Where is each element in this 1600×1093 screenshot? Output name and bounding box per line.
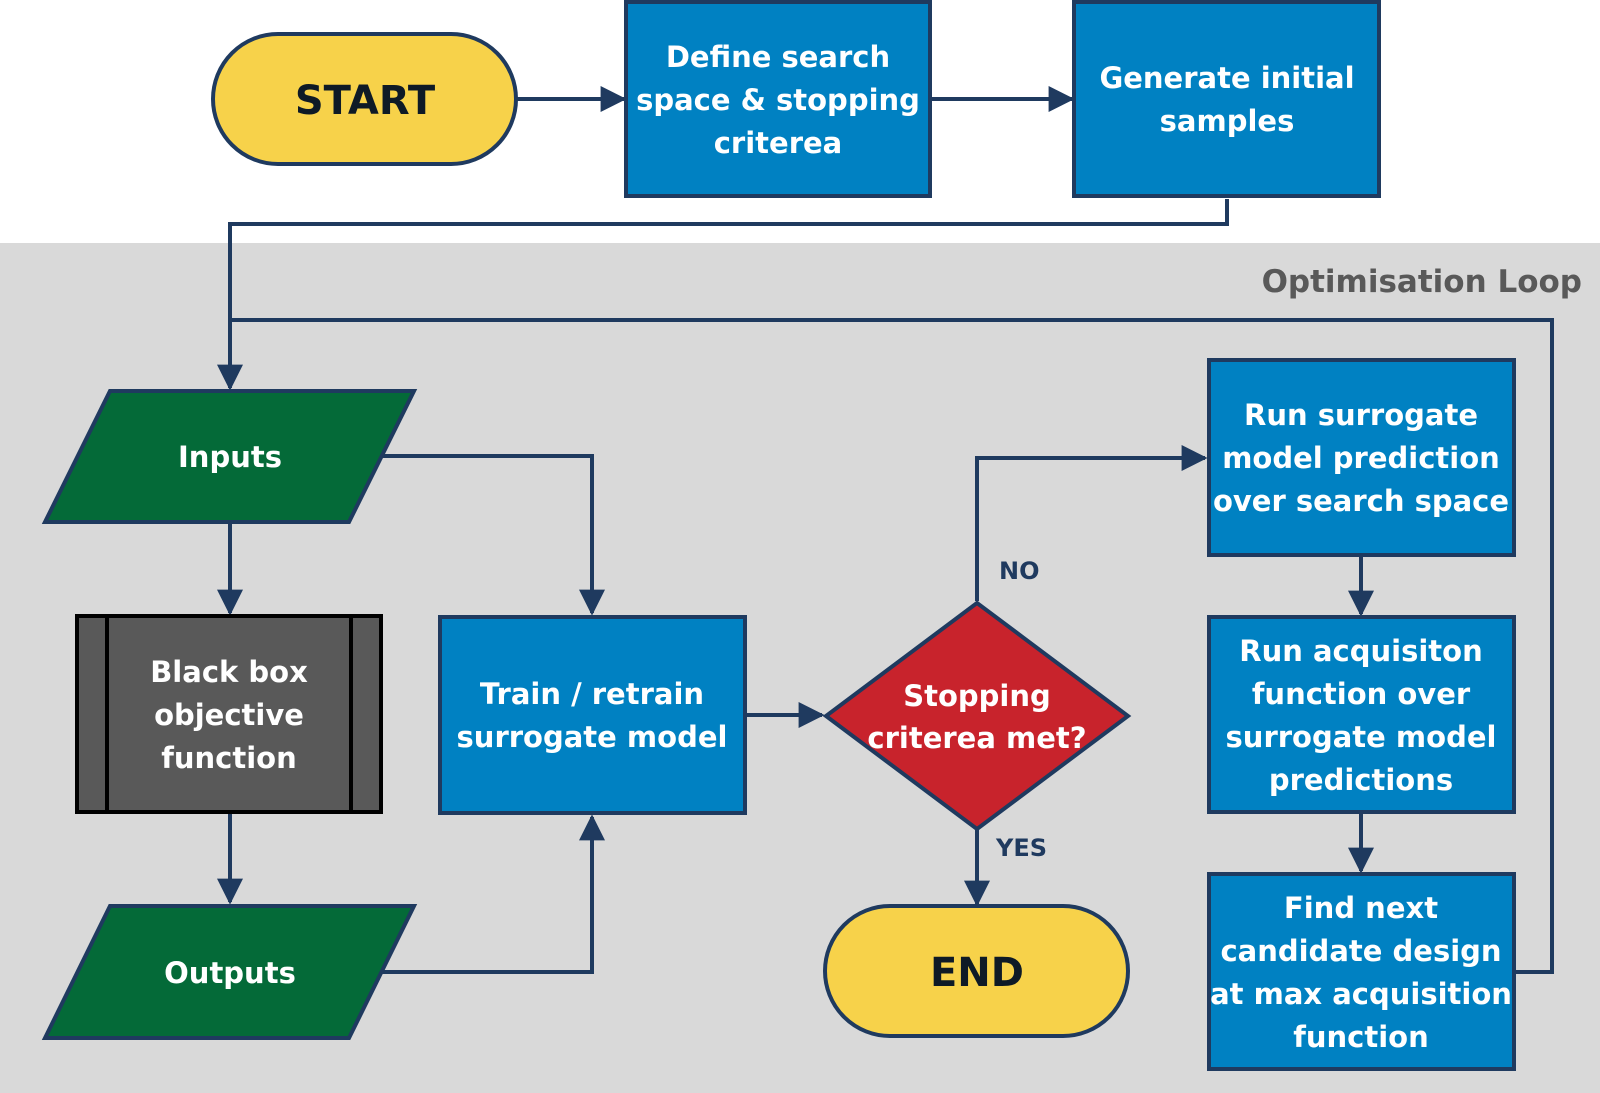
blackbox-label-line-2: objective [154,698,304,732]
end-label: END [930,950,1024,996]
define-search-space-node[interactable]: Define search space & stopping criterea [624,0,932,198]
start-label: START [295,78,436,124]
acquisition-label-line-1: Run acquisiton [1239,634,1482,668]
define-label-line-3: criterea [714,126,843,160]
acquisition-label-line-2: function over [1252,677,1471,711]
inputs-node[interactable]: Inputs [41,389,418,524]
outputs-label: Outputs [164,956,296,990]
candidate-label-line-2: candidate design [1220,934,1501,968]
train-label-line-1: Train / retrain [480,677,704,711]
branch-yes-label: YES [995,834,1047,862]
acquisition-label-line-3: surrogate model [1226,720,1497,754]
blackbox-label-line-3: function [161,741,296,775]
blackbox-function-node[interactable]: Black box objective function [75,614,383,814]
candidate-label-line-1: Find next [1284,891,1438,925]
next-candidate-node[interactable]: Find next candidate design at max acquis… [1207,872,1516,1071]
connector-generate-inputs [217,199,1229,391]
connector-inputs-train [380,454,605,616]
generate-label-line-1: Generate initial [1099,61,1354,95]
generate-label-line-2: samples [1160,104,1295,138]
define-label-line-2: space & stopping [636,83,920,117]
define-label-line-1: Define search [666,40,890,74]
start-node[interactable]: START [211,32,518,166]
train-label-line-2: surrogate model [457,720,728,754]
connectors [217,86,1554,974]
connector-decision-no [975,445,1208,601]
surrogate-pred-label-line-1: Run surrogate [1244,398,1478,432]
surrogate-pred-label-line-2: model prediction [1222,441,1500,475]
stopping-criteria-decision-node[interactable]: Stopping criterea met? [822,600,1132,832]
inputs-label: Inputs [178,440,282,474]
connector-loop-return [230,318,1554,974]
branch-no-label: NO [999,557,1040,585]
optimisation-loop-label: Optimisation Loop [1262,264,1582,300]
acquisition-label-line-4: predictions [1269,763,1453,797]
acquisition-function-node[interactable]: Run acquisiton function over surrogate m… [1207,615,1516,814]
blackbox-label-line-1: Black box [150,655,308,689]
candidate-label-line-3: at max acquisition [1210,977,1512,1011]
outputs-node[interactable]: Outputs [41,904,418,1040]
decision-label-line-1: Stopping [903,679,1051,713]
decision-label-line-2: criterea met? [867,721,1086,755]
connector-outputs-train [380,814,605,974]
candidate-label-line-4: function [1293,1020,1428,1054]
train-surrogate-node[interactable]: Train / retrain surrogate model [438,615,747,815]
surrogate-pred-label-line-3: over search space [1213,484,1509,518]
end-node[interactable]: END [823,904,1130,1038]
surrogate-prediction-node[interactable]: Run surrogate model prediction over sear… [1207,358,1516,557]
generate-samples-node[interactable]: Generate initial samples [1072,0,1381,198]
